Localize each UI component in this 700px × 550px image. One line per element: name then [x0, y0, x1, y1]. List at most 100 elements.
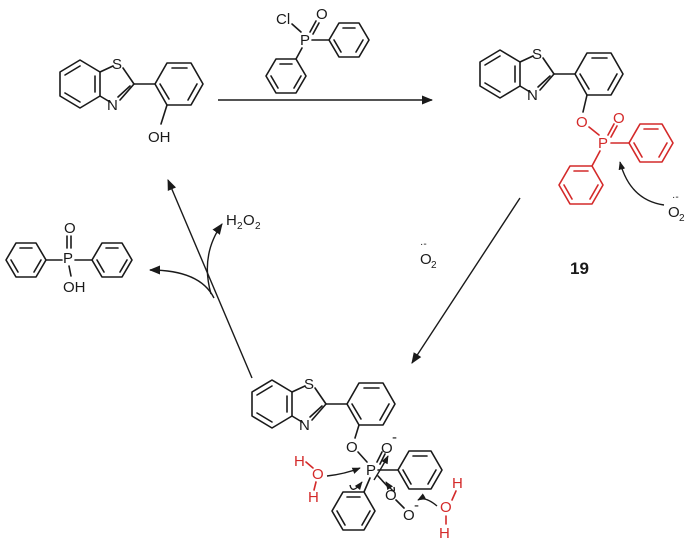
bond	[119, 83, 135, 101]
reaction-arrow-left	[167, 178, 253, 379]
aryl-ring	[346, 382, 396, 426]
aryl-ring	[574, 52, 624, 96]
sulfur-atom: S	[532, 46, 542, 63]
hbt-molecule: S N OH	[59, 56, 204, 146]
benzo-ring	[479, 49, 521, 99]
bond	[64, 65, 81, 76]
compound-number: 19	[570, 259, 589, 278]
phenyl-ring	[397, 450, 443, 490]
oxygen-atom: O	[64, 220, 76, 237]
bond	[351, 403, 362, 420]
bond	[270, 75, 279, 89]
bond	[633, 142, 643, 158]
bond	[159, 83, 170, 100]
nitrogen-atom: N	[299, 417, 310, 434]
chlorine-atom: Cl	[276, 11, 290, 28]
bond	[314, 387, 327, 405]
mechanism-arrow	[373, 455, 389, 481]
bond	[305, 461, 314, 469]
bond	[379, 403, 390, 421]
bond	[313, 481, 317, 491]
bond	[160, 104, 168, 125]
phenol-ring	[154, 62, 204, 106]
h2o2-label-h: H	[226, 212, 237, 229]
bond	[427, 469, 437, 485]
bond	[395, 499, 405, 509]
bond	[295, 47, 303, 60]
bond	[293, 75, 302, 89]
bond	[64, 92, 81, 103]
bond	[563, 184, 573, 200]
bond	[68, 265, 72, 277]
mechanism-arrow	[326, 467, 361, 477]
bond	[484, 55, 501, 66]
mechanism-arrow	[417, 493, 438, 507]
bond	[333, 39, 342, 53]
water-oxygen-atom: O	[312, 466, 324, 483]
phenyl-ring	[265, 58, 307, 94]
intermediate-molecule: S N O P O - O O - H O H H	[251, 376, 463, 542]
phenyl-ring	[331, 491, 376, 531]
bond	[658, 142, 668, 158]
negative-charge: -	[392, 429, 397, 446]
mechanism-arrow	[349, 481, 363, 491]
phenyl-ring	[5, 242, 47, 278]
bond	[357, 451, 368, 463]
water-hydrogen-atom: H	[439, 525, 450, 542]
bond	[376, 451, 383, 463]
oxygen-atom: O	[316, 6, 328, 23]
bond	[519, 55, 534, 63]
bond	[607, 123, 615, 136]
bond	[291, 23, 302, 33]
bond	[10, 259, 19, 273]
bond	[354, 424, 360, 439]
h2o2-sub: 2	[255, 221, 261, 232]
hydroxyl-group: OH	[63, 279, 86, 296]
phosphorus-atom: P	[63, 250, 73, 267]
bond	[542, 57, 555, 75]
bond	[519, 85, 531, 93]
phenyl-ring	[328, 22, 370, 58]
bond	[451, 490, 457, 501]
bond	[537, 75, 551, 88]
sulfur-atom: S	[304, 376, 314, 393]
reaction-arrow-right	[411, 197, 521, 364]
bond	[363, 477, 371, 493]
sulfur-atom: S	[112, 56, 122, 73]
phosphorus-atom: P	[598, 135, 608, 152]
superoxide-label: O	[420, 251, 432, 268]
h2o2-label-o: O	[243, 212, 255, 229]
ph2poh-product: O P OH	[5, 220, 133, 296]
bond	[311, 403, 327, 421]
acid-release-arrow	[148, 265, 215, 299]
nitrogen-atom: N	[527, 87, 538, 104]
water-hydrogen-atom: H	[452, 475, 463, 492]
bond	[582, 94, 588, 113]
bond	[539, 73, 555, 91]
bond	[589, 184, 599, 200]
bond	[309, 405, 323, 418]
phenyl-ring	[628, 123, 674, 163]
bond	[117, 85, 131, 98]
oxygen-anion: O	[381, 440, 393, 457]
oxygen-atom: O	[613, 110, 625, 127]
bond	[484, 82, 501, 93]
bond	[610, 125, 618, 138]
peroxy-oxygen-anion: O	[403, 507, 415, 524]
water-hydrogen-atom: H	[294, 453, 305, 470]
bond	[99, 65, 114, 73]
peroxy-oxygen-atom: O	[385, 487, 397, 504]
bond	[361, 510, 371, 526]
bond	[312, 22, 320, 35]
hydroxyl-group: OH	[148, 129, 171, 146]
negative-charge: -	[414, 497, 419, 514]
mechanism-arrow	[385, 481, 396, 492]
superoxide-label: O	[668, 204, 680, 221]
benzo-ring	[251, 379, 293, 429]
bond	[99, 95, 111, 103]
bond	[291, 385, 306, 393]
bond	[579, 73, 590, 90]
radical-dot: ·-	[672, 192, 679, 203]
ph2pocl-reagent: Cl P O	[265, 6, 370, 94]
